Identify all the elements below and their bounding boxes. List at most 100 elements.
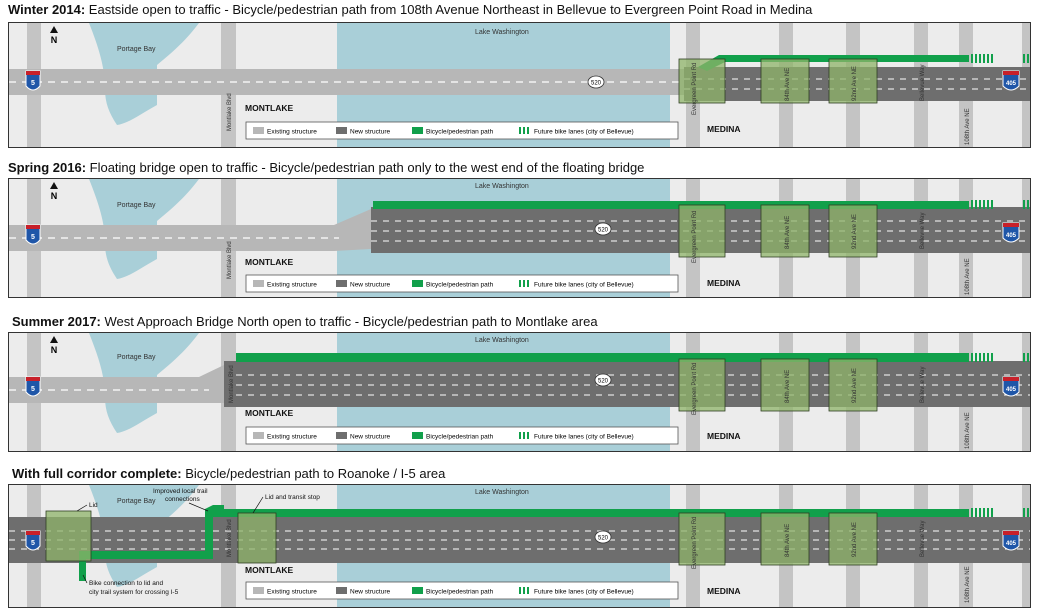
legend-existing: Existing structure <box>267 282 317 289</box>
ave-84th-label: 84th Ave NE <box>785 524 791 557</box>
corridor-map: 5 405 520 Portage Bay Lake Washington MO… <box>8 484 1031 608</box>
ave-84th-label: 84th Ave NE <box>785 370 791 403</box>
svg-text:N: N <box>51 191 58 201</box>
svg-text:5: 5 <box>31 234 35 241</box>
bike-connection-annotation-1: Bike connection to lid and <box>89 580 163 587</box>
evergreen-point-rd-label: Evergreen Point Rd <box>692 363 698 415</box>
i5-lid <box>45 510 92 562</box>
map-svg: 5 405 520 N Portage Bay Lake Washington … <box>9 23 1030 147</box>
future-bike-lanes <box>971 200 1029 209</box>
medina-label: MEDINA <box>707 124 741 134</box>
legend-bike-path: Bicycle/pedestrian path <box>426 589 494 596</box>
legend-future-bike: Future bike lanes (city of Bellevue) <box>534 282 634 289</box>
future-bike-lanes <box>971 508 1029 517</box>
montlake-label: MONTLAKE <box>245 565 293 575</box>
lake-washington-label: Lake Washington <box>475 489 529 496</box>
evergreen-lid <box>678 204 726 258</box>
evergreen-point-rd-label: Evergreen Point Rd <box>692 211 698 263</box>
map-svg: 5 405 520 N Portage Bay Lake Washington … <box>9 333 1030 451</box>
lid-84th <box>760 358 810 412</box>
existing-sr520-road <box>9 209 371 251</box>
legend-new: New structure <box>350 129 390 136</box>
map-svg: 5 405 520 Portage Bay Lake Washington MO… <box>9 485 1030 607</box>
legend: Existing structure New structure Bicycle… <box>245 426 679 445</box>
legend-bike-path: Bicycle/pedestrian path <box>426 434 494 441</box>
svg-text:520: 520 <box>598 228 609 234</box>
evergreen-point-rd-label: Evergreen Point Rd <box>692 63 698 115</box>
ave-92nd-label: 92nd Ave NE <box>852 368 858 403</box>
corridor-map: 5 405 520 N Portage Bay Lake Washington … <box>8 332 1031 452</box>
svg-text:520: 520 <box>591 81 602 87</box>
legend-future-bike: Future bike lanes (city of Bellevue) <box>534 589 634 596</box>
improved-trail-annotation-2: connections <box>165 496 200 503</box>
i5-shield-icon: 5 <box>25 70 41 91</box>
i5-shield-icon: 5 <box>25 376 41 397</box>
bike-connection-annotation-2: city trail system for crossing I-5 <box>89 589 179 596</box>
legend-new: New structure <box>350 589 390 596</box>
portage-bay-label: Portage Bay <box>117 46 156 53</box>
lid-92nd <box>828 358 878 412</box>
corridor-map: 5 405 520 N Portage Bay Lake Washington … <box>8 178 1031 298</box>
medina-label: MEDINA <box>707 278 741 288</box>
montlake-blvd-label: Montlake Blvd <box>229 365 235 403</box>
bellevue-way-label: Bellevue Way <box>920 521 926 557</box>
phase-panel-full-corridor: With full corridor complete: Bicycle/ped… <box>8 466 1031 612</box>
legend-existing: Existing structure <box>267 589 317 596</box>
svg-text:405: 405 <box>1006 233 1017 239</box>
montlake-label: MONTLAKE <box>245 257 293 267</box>
svg-text:N: N <box>51 345 58 355</box>
evergreen-lid <box>678 358 726 412</box>
svg-text:405: 405 <box>1006 387 1017 393</box>
legend-new: New structure <box>350 434 390 441</box>
lake-washington-label: Lake Washington <box>475 337 529 344</box>
medina-label: MEDINA <box>707 586 741 596</box>
lid-transit-annotation: Lid and transit stop <box>265 494 320 501</box>
evergreen-lid <box>678 58 726 104</box>
lid-92nd <box>828 204 878 258</box>
i5-shield-icon: 5 <box>25 530 41 551</box>
ave-92nd-label: 92nd Ave NE <box>852 66 858 101</box>
legend-future-bike: Future bike lanes (city of Bellevue) <box>534 434 634 441</box>
svg-text:5: 5 <box>31 540 35 547</box>
svg-text:N: N <box>51 35 58 45</box>
svg-text:5: 5 <box>31 386 35 393</box>
lid-84th <box>760 204 810 258</box>
ave-108th-label: 108th Ave NE <box>965 258 971 295</box>
bike-path <box>79 505 969 581</box>
sr520-shield-icon: 520 <box>594 373 612 387</box>
portage-bay-label: Portage Bay <box>117 354 156 361</box>
legend-bike-path: Bicycle/pedestrian path <box>426 282 494 289</box>
svg-text:405: 405 <box>1006 81 1017 87</box>
legend: Existing structure New structure Bicycle… <box>245 581 679 600</box>
lid-84th <box>760 58 810 104</box>
medina-label: MEDINA <box>707 431 741 441</box>
sr520-shield-icon: 520 <box>587 75 605 89</box>
sr520-shield-icon: 520 <box>594 222 612 236</box>
lid-annotation: Lid <box>89 502 98 509</box>
montlake-lid <box>237 512 277 564</box>
i5-shield-icon: 5 <box>25 224 41 245</box>
phase-panel-summer-2017: Summer 2017: West Approach Bridge North … <box>8 314 1031 462</box>
new-sr520-road <box>224 361 1030 407</box>
bike-path <box>373 201 969 209</box>
ave-92nd-label: 92nd Ave NE <box>852 214 858 249</box>
evergreen-point-rd-label: Evergreen Point Rd <box>692 517 698 569</box>
existing-sr520-road <box>9 365 224 403</box>
montlake-blvd-label: Montlake Blvd <box>227 519 233 557</box>
svg-text:520: 520 <box>598 379 609 385</box>
montlake-label: MONTLAKE <box>245 408 293 418</box>
legend-existing: Existing structure <box>267 434 317 441</box>
map-svg: 5 405 520 N Portage Bay Lake Washington … <box>9 179 1030 297</box>
north-arrow-icon: N <box>50 182 58 201</box>
legend-new: New structure <box>350 282 390 289</box>
ave-92nd-label: 92nd Ave NE <box>852 522 858 557</box>
portage-bay-label: Portage Bay <box>117 498 156 505</box>
legend-bike-path: Bicycle/pedestrian path <box>426 129 494 136</box>
corridor-map: 5 405 520 N Portage Bay Lake Washington … <box>8 22 1031 148</box>
svg-text:405: 405 <box>1006 541 1017 547</box>
i405-shield-icon: 405 <box>1002 222 1020 243</box>
north-arrow-icon: N <box>50 336 58 355</box>
ave-84th-label: 84th Ave NE <box>785 216 791 249</box>
north-arrow-icon: N <box>50 26 58 45</box>
panel-title: Summer 2017: West Approach Bridge North … <box>12 314 598 329</box>
